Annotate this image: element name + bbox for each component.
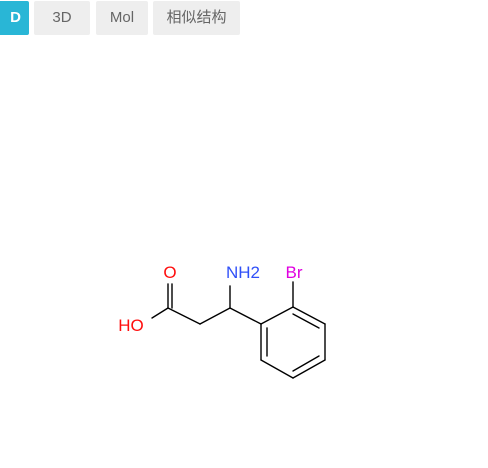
tab-3d[interactable]: 3D <box>34 1 90 35</box>
ring-inner-double-1 <box>292 313 320 329</box>
molecule-structure-svg: O HO NH2 Br <box>118 263 326 379</box>
ring-inner-double-2 <box>292 355 320 372</box>
tab-mol[interactable]: Mol <box>96 1 148 35</box>
atom-label-hydroxyl: HO <box>118 316 144 335</box>
ring-bond-2 <box>292 306 326 325</box>
tab-3d-label: 3D <box>52 9 72 26</box>
tab-similar-structures-label: 相似结构 <box>166 9 227 26</box>
bond-ch-ring <box>229 307 262 325</box>
atom-label-oxygen: O <box>163 263 176 282</box>
bond-c-ch2 <box>167 307 201 325</box>
ring-bond-1 <box>260 306 294 325</box>
tab-2d[interactable]: D <box>0 1 29 35</box>
view-tabs: D 3D Mol 相似结构 <box>0 1 488 35</box>
ring-bond-4 <box>292 359 326 379</box>
atom-label-amine: NH2 <box>226 263 260 282</box>
tab-mol-label: Mol <box>109 9 135 26</box>
tab-2d-label: D <box>10 9 21 26</box>
tab-similar-structures[interactable]: 相似结构 <box>153 1 240 35</box>
ring-bond-5 <box>260 359 294 379</box>
atom-label-bromine: Br <box>286 263 303 282</box>
bonds <box>151 281 326 379</box>
bond-c-oh <box>151 307 169 319</box>
bond-ch2-ch <box>199 307 231 325</box>
molecule-structure-viewer: O HO NH2 Br <box>0 40 488 468</box>
